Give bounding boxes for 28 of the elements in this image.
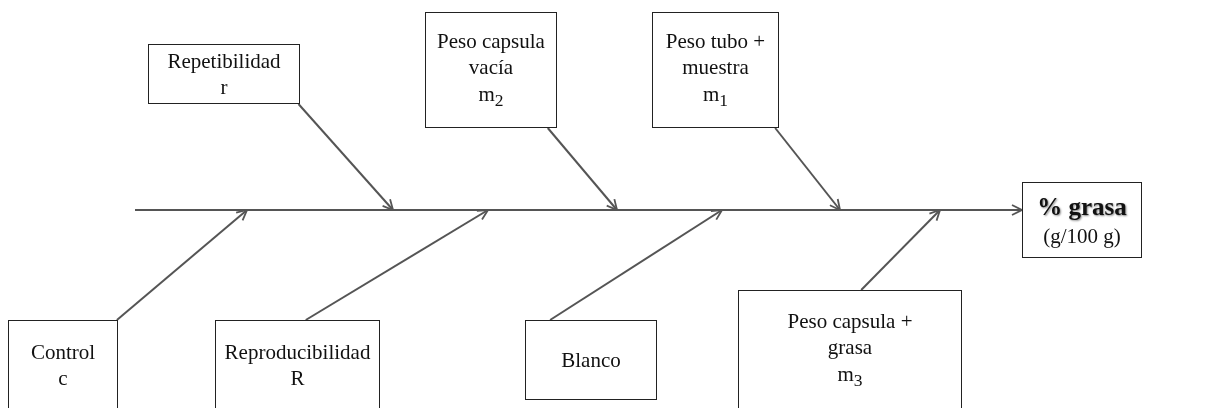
arrow	[297, 103, 394, 211]
arrow	[304, 209, 489, 321]
arrow	[546, 127, 618, 211]
arrow	[549, 209, 723, 321]
cause-label: Reproducibilidad	[224, 338, 371, 365]
unit-label: (g/100 g)	[1043, 222, 1121, 249]
cause-box	[652, 12, 779, 128]
cause-box	[148, 44, 300, 104]
cause-label: Blanco	[561, 346, 621, 374]
cause-box	[215, 320, 380, 408]
arrow	[860, 209, 941, 291]
symbol-label: m$_{1}$	[702, 80, 729, 112]
arrow	[115, 209, 248, 321]
arrow	[134, 204, 1023, 216]
effect-title: % grasa	[1037, 192, 1127, 223]
effect-box	[1022, 182, 1142, 258]
cause-label: Control	[30, 338, 96, 365]
symbol-label: R	[290, 365, 305, 392]
cause-label: Repetibilidad	[167, 47, 281, 74]
symbol-label: m$_{2}$	[478, 80, 504, 112]
symbol-label: m$_{3}$	[837, 360, 863, 392]
cause-box	[425, 12, 557, 128]
cause-box	[8, 320, 118, 408]
symbol-label: r	[220, 74, 228, 101]
cause-box	[738, 290, 962, 408]
cause-box	[525, 320, 657, 400]
symbol-label: c	[58, 365, 68, 392]
arrow	[774, 127, 841, 211]
